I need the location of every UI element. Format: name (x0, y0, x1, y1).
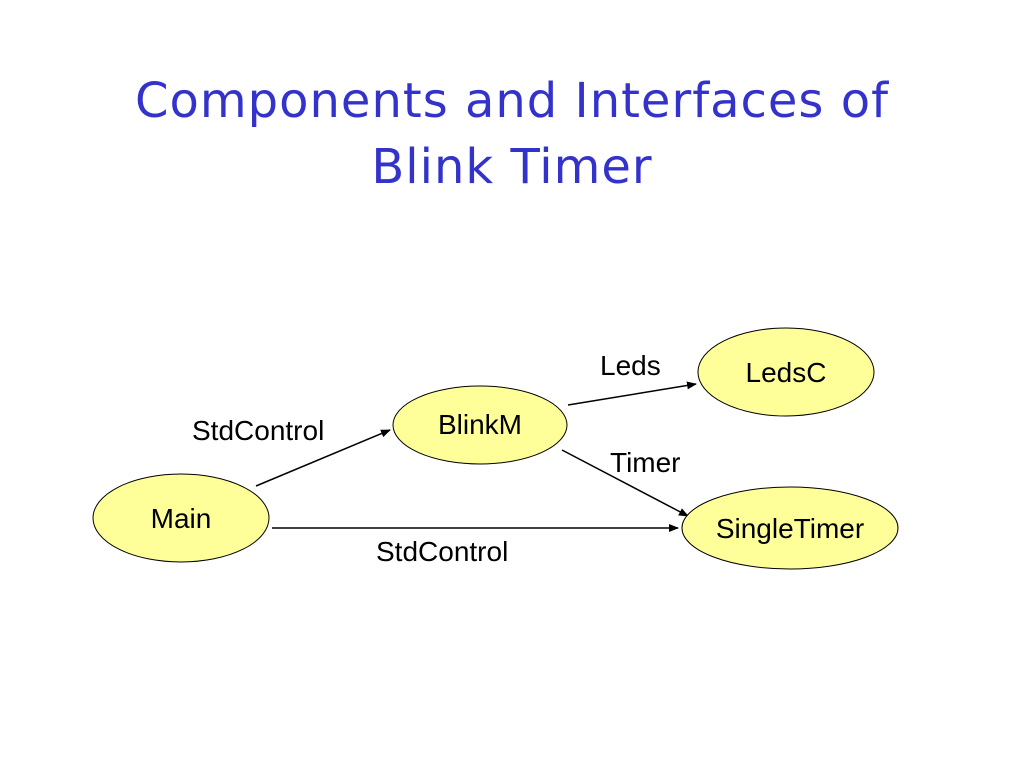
edge-blinkm-to-ledsc (567, 381, 697, 406)
node-main-label: Main (151, 503, 212, 534)
edge-blinkm-to-ledsc-arrow (567, 381, 697, 406)
node-blinkm: BlinkM (392, 385, 568, 465)
node-singletimer-shape (681, 486, 899, 570)
node-singletimer-label: SingleTimer (716, 513, 864, 544)
node-blinkm-shape (392, 385, 568, 465)
node-blinkm-label: BlinkM (438, 409, 522, 440)
edge-label-main-to-blinkm: StdControl (192, 415, 324, 446)
edge-main-to-blinkm-arrow (255, 429, 391, 487)
edge-blinkm-to-singletimer (561, 449, 689, 517)
node-ledsc-shape (697, 327, 875, 417)
node-main: Main (92, 473, 270, 563)
slide-title-line-1: Components and Interfaces of (135, 73, 889, 129)
slide-title-line-2: Blink Timer (371, 139, 653, 195)
edge-blinkm-to-singletimer-arrow (561, 449, 689, 517)
node-singletimer: SingleTimer (681, 486, 899, 570)
edge-label-blinkm-to-singletimer: Timer (610, 447, 681, 478)
node-main-shape (92, 473, 270, 563)
node-ledsc: LedsC (697, 327, 875, 417)
edge-label-blinkm-to-ledsc: Leds (600, 350, 661, 381)
edge-label-main-to-singletimer: StdControl (376, 536, 508, 567)
node-ledsc-label: LedsC (746, 357, 827, 388)
edge-main-to-blinkm (255, 429, 391, 487)
slide-title: Components and Interfaces of Blink Timer (0, 68, 1024, 200)
